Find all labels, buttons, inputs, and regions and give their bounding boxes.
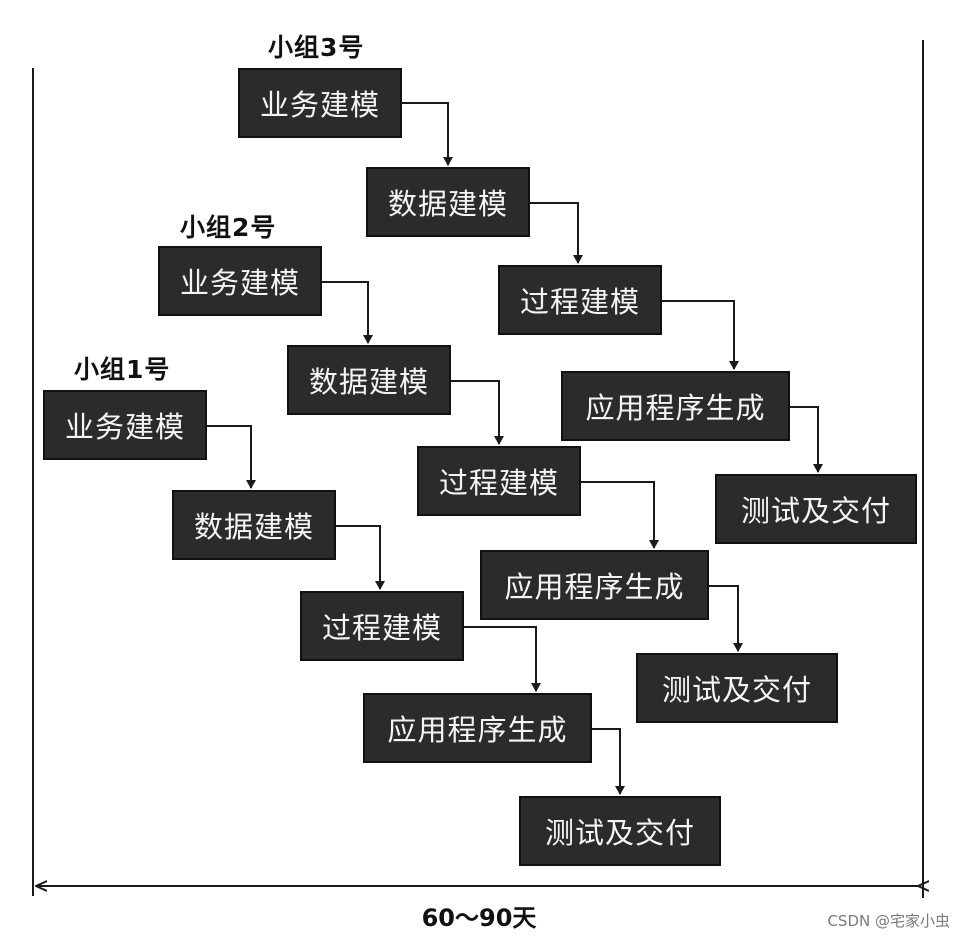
group-1-connector-1 <box>207 425 256 489</box>
group-3-label: 小组3号 <box>268 33 365 62</box>
group-2-step-process-modeling: 过程建模 <box>417 446 581 516</box>
group-3-connector-2 <box>530 202 583 264</box>
group-2-connector-3 <box>581 481 659 549</box>
group-1-step-app-generation: 应用程序生成 <box>363 693 592 763</box>
group-1-step-data-modeling: 数据建模 <box>172 490 336 560</box>
group-3-connector-1 <box>402 102 453 166</box>
group-1-connector-2 <box>336 525 385 590</box>
group-3-connector-4 <box>790 406 823 473</box>
timeline-left-boundary <box>32 68 34 896</box>
group-3-step-app-generation: 应用程序生成 <box>561 371 790 441</box>
watermark-text: CSDN @宅家小虫 <box>827 912 950 930</box>
duration-label: 60～90天 <box>421 904 537 932</box>
group-1-step-test-delivery: 测试及交付 <box>519 796 721 866</box>
group-3-step-business-modeling: 业务建模 <box>238 68 402 138</box>
group-3-step-process-modeling: 过程建模 <box>498 265 662 335</box>
group-3-step-data-modeling: 数据建模 <box>366 167 530 237</box>
group-2-connector-2 <box>451 380 504 445</box>
group-3-connector-3 <box>662 300 739 370</box>
group-1-step-business-modeling: 业务建模 <box>43 390 207 460</box>
group-2-step-test-delivery: 测试及交付 <box>636 653 838 723</box>
group-2-connector-1 <box>322 281 373 344</box>
group-2-label: 小组2号 <box>180 213 277 242</box>
group-2-connector-4 <box>709 585 743 652</box>
group-3-step-test-delivery: 测试及交付 <box>715 474 917 544</box>
group-1-label: 小组1号 <box>74 355 171 384</box>
group-1-connector-4 <box>592 728 625 795</box>
group-2-step-data-modeling: 数据建模 <box>287 345 451 415</box>
group-2-step-app-generation: 应用程序生成 <box>480 550 709 620</box>
group-2-step-business-modeling: 业务建模 <box>158 246 322 316</box>
timeline-right-boundary <box>922 40 924 898</box>
group-1-step-process-modeling: 过程建模 <box>300 591 464 661</box>
group-1-connector-3 <box>464 626 541 692</box>
